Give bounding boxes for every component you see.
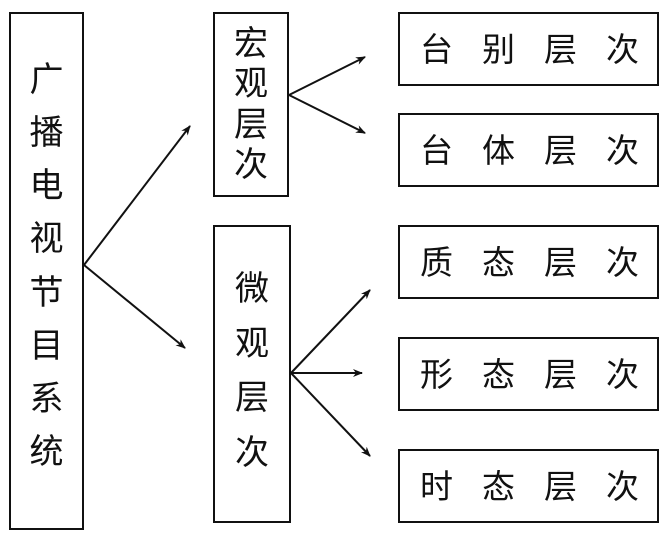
node-char: 次: [606, 130, 639, 170]
node-char: 层: [235, 378, 269, 419]
node-char: 别: [482, 29, 515, 69]
arrow-root-to-micro: [83, 264, 186, 349]
node-char: 质: [420, 242, 453, 282]
node-char: 态: [482, 242, 515, 282]
arrow-root-to-macro: [83, 125, 191, 266]
node-char: 次: [606, 242, 639, 282]
node-char: 次: [606, 29, 639, 69]
node-time-state-level: 时 态 层 次: [398, 449, 659, 523]
node-char: 层: [544, 29, 577, 69]
arrow-macro-to-taiti: [288, 94, 366, 134]
node-char: 次: [606, 466, 639, 506]
node-char: 态: [482, 354, 515, 394]
node-char: 次: [606, 354, 639, 394]
node-char: 层: [544, 466, 577, 506]
arrow-macro-to-taibie: [288, 56, 366, 96]
node-char: 目: [29, 325, 64, 366]
node-char: 台: [420, 29, 453, 69]
node-char: 层: [544, 354, 577, 394]
node-station-body-level: 台 体 层 次: [398, 113, 659, 187]
node-macro-level: 宏 观 层 次: [213, 12, 289, 197]
arrow-micro-to-zhitai: [290, 289, 371, 374]
node-station-level: 台 别 层 次: [398, 12, 659, 86]
node-char: 层: [544, 242, 577, 282]
arrow-micro-to-shitai: [290, 372, 371, 457]
node-char: 时: [420, 466, 453, 506]
node-quality-state-level: 质 态 层 次: [398, 225, 659, 299]
node-char: 节: [29, 272, 64, 313]
node-char: 统: [29, 431, 64, 472]
node-broadcast-tv-program-system: 广 播 电 视 节 目 系 统: [9, 12, 84, 530]
node-char: 态: [482, 466, 515, 506]
node-char: 微: [235, 268, 269, 309]
node-char: 广: [29, 60, 64, 101]
node-char: 宏: [234, 23, 268, 64]
node-char: 观: [234, 64, 268, 105]
node-char: 次: [235, 433, 269, 474]
node-char: 形: [420, 354, 453, 394]
node-char: 层: [544, 130, 577, 170]
node-char: 播: [29, 113, 64, 154]
node-char: 体: [482, 130, 515, 170]
node-micro-level: 微 观 层 次: [213, 225, 291, 523]
node-char: 层: [234, 104, 268, 145]
node-char: 台: [420, 130, 453, 170]
node-char: 视: [29, 219, 64, 260]
node-char: 观: [235, 323, 269, 364]
node-char: 系: [29, 378, 64, 419]
node-char: 次: [234, 145, 268, 186]
node-char: 电: [29, 166, 64, 207]
node-form-state-level: 形 态 层 次: [398, 337, 659, 411]
